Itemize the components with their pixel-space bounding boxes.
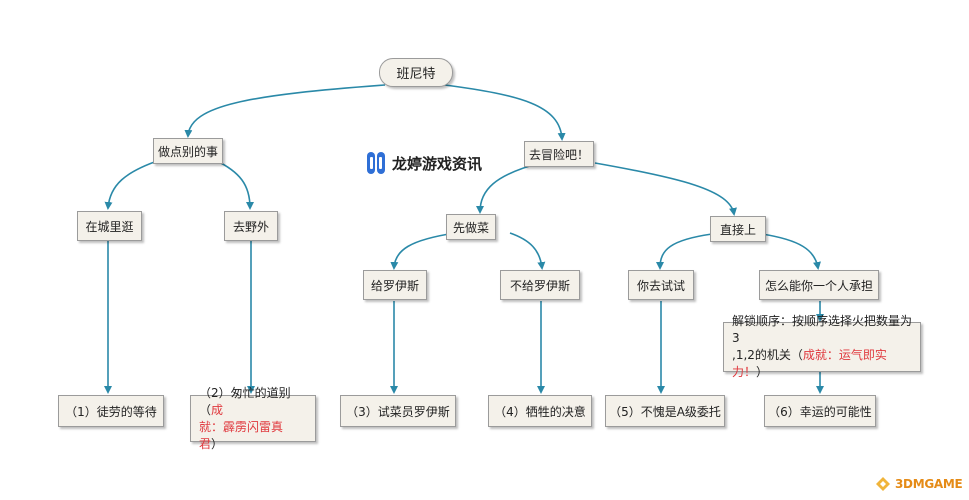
watermark-text: 龙婷游戏资讯 <box>392 154 483 173</box>
unlock-text-b: ,1,2的机关（ <box>732 348 803 362</box>
unlock-text-a: 解锁顺序：按顺序选择火把数量为3 <box>732 314 913 345</box>
edge-cook-notgive <box>509 232 546 270</box>
game-controller-icon <box>367 152 385 174</box>
ending-2-text-a: （2）匆忙的道别（ <box>199 385 291 417</box>
brand-text: 3DMGAME <box>895 477 963 491</box>
ending-1: （1）徒劳的等待 <box>58 395 164 427</box>
node-not-give-ross: 不给罗伊斯 <box>500 270 580 300</box>
node-give-ross: 给罗伊斯 <box>363 270 427 300</box>
ending-2: （2）匆忙的道别（成 就：霹雳闪雷真君） <box>190 386 316 451</box>
node-root: 班尼特 <box>379 58 453 87</box>
unlock-text-c: ） <box>756 365 769 379</box>
ending-2-achievement-b: 就：霹雳闪雷真君 <box>199 419 284 451</box>
edge-adventure-direct <box>594 162 737 216</box>
node-wild: 去野外 <box>224 211 278 241</box>
edge-adventure-cook <box>476 162 541 214</box>
node-adventure: 去冒险吧！ <box>524 141 594 167</box>
node-direct: 直接上 <box>710 216 766 242</box>
watermark: 龙婷游戏资讯 <box>366 151 482 175</box>
node-alone: 怎么能你一个人承担 <box>759 270 879 300</box>
edge-cook-give <box>390 232 456 270</box>
ending-4: （4）牺牲的决意 <box>488 395 592 427</box>
ending-6: （6）幸运的可能性 <box>764 395 876 427</box>
node-cook-first: 先做菜 <box>446 214 496 240</box>
edge-root-adventure <box>444 84 566 141</box>
edge-root-do-other <box>184 84 386 138</box>
ending-3: （3）试菜员罗伊斯 <box>340 395 456 427</box>
edge-direct-try <box>656 233 713 270</box>
edge-do-other-wild <box>214 159 254 210</box>
brand-mark-icon <box>876 477 890 491</box>
unlock-achievement: 成就：运气即实力！ <box>732 348 887 379</box>
brand-logo: 3DMGAME <box>874 476 963 492</box>
edge-do-other-city <box>104 159 161 210</box>
node-unlock-order: 解锁顺序：按顺序选择火把数量为3 ,1,2的机关（成就：运气即实力！） <box>723 314 921 379</box>
ending-2-text-c: ） <box>211 436 224 451</box>
ending-2-achievement-a: 成 <box>211 402 224 417</box>
node-you-try: 你去试试 <box>628 270 694 300</box>
node-city: 在城里逛 <box>77 211 142 241</box>
edge-direct-alone <box>761 233 821 270</box>
ending-5: （5）不愧是A级委托 <box>605 395 725 427</box>
node-do-other: 做点别的事 <box>153 138 223 164</box>
